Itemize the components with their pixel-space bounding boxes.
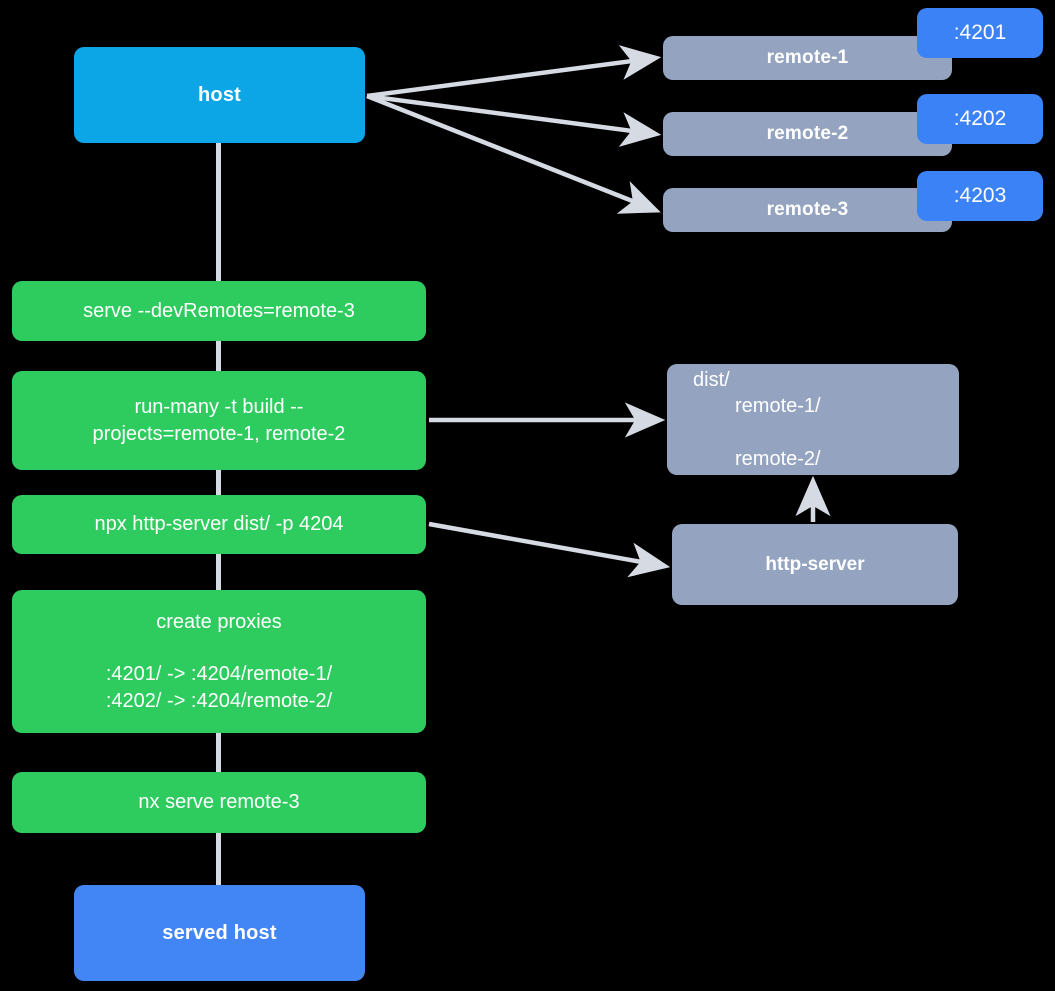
command-create-proxies[interactable]: create proxies :4201/ -> :4204/remote-1/…: [12, 590, 426, 733]
command-create-proxies-mapping-2: :4202/ -> :4204/remote-2/: [105, 689, 333, 712]
command-run-many-build-label: run-many -t build -- projects=remote-1, …: [92, 396, 346, 445]
node-http-server-label: http-server: [765, 553, 865, 575]
node-remote-2[interactable]: remote-2: [663, 112, 952, 156]
node-remote-1-label: remote-1: [766, 47, 849, 69]
command-serve-devremotes[interactable]: serve --devRemotes=remote-3: [12, 281, 426, 341]
node-dist-folder-root: dist/: [693, 368, 730, 391]
pipeline-spine-5: [216, 733, 221, 772]
node-http-server[interactable]: http-server: [672, 524, 958, 605]
node-served-host[interactable]: served host: [74, 885, 365, 981]
node-host-label: host: [197, 83, 242, 106]
node-dist-folder-child-1: remote-1/: [735, 395, 821, 418]
port-badge-remote-1-label: :4201: [953, 21, 1007, 45]
node-remote-1[interactable]: remote-1: [663, 36, 952, 80]
node-remote-2-label: remote-2: [766, 123, 849, 145]
command-run-many-build[interactable]: run-many -t build -- projects=remote-1, …: [12, 371, 426, 470]
command-npx-http-server[interactable]: npx http-server dist/ -p 4204: [12, 495, 426, 554]
pipeline-spine-6: [216, 833, 221, 885]
pipeline-spine-3: [216, 470, 221, 495]
pipeline-spine-1: [216, 143, 221, 281]
command-create-proxies-mapping-1: :4201/ -> :4204/remote-1/: [105, 663, 333, 686]
edge-npx-httpserver: [428, 521, 671, 578]
node-served-host-label: served host: [162, 921, 277, 944]
command-serve-devremotes-label: serve --devRemotes=remote-3: [83, 299, 355, 322]
edge-host-remote-1: [366, 45, 662, 99]
pipeline-spine-4: [216, 554, 221, 590]
port-badge-remote-3[interactable]: :4203: [917, 171, 1043, 221]
command-nx-serve-remote-3-label: nx serve remote-3: [138, 791, 300, 814]
command-nx-serve-remote-3[interactable]: nx serve remote-3: [12, 772, 426, 833]
edge-host-remote-3: [366, 93, 661, 214]
port-badge-remote-2[interactable]: :4202: [917, 94, 1043, 144]
edge-host-remote-2: [366, 93, 662, 147]
port-badge-remote-3-label: :4203: [953, 184, 1007, 208]
node-dist-folder-tree: dist/ remote-1/ remote-2/: [693, 340, 821, 498]
node-dist-folder-child-2: remote-2/: [735, 447, 821, 470]
node-remote-3[interactable]: remote-3: [663, 188, 952, 232]
pipeline-spine-2: [216, 341, 221, 371]
node-remote-3-label: remote-3: [766, 199, 849, 221]
port-badge-remote-1[interactable]: :4201: [917, 8, 1043, 58]
command-create-proxies-title: create proxies: [156, 610, 282, 633]
node-host[interactable]: host: [74, 47, 365, 143]
node-dist-folder[interactable]: dist/ remote-1/ remote-2/: [667, 364, 959, 475]
command-npx-http-server-label: npx http-server dist/ -p 4204: [94, 513, 344, 536]
port-badge-remote-2-label: :4202: [953, 107, 1007, 131]
